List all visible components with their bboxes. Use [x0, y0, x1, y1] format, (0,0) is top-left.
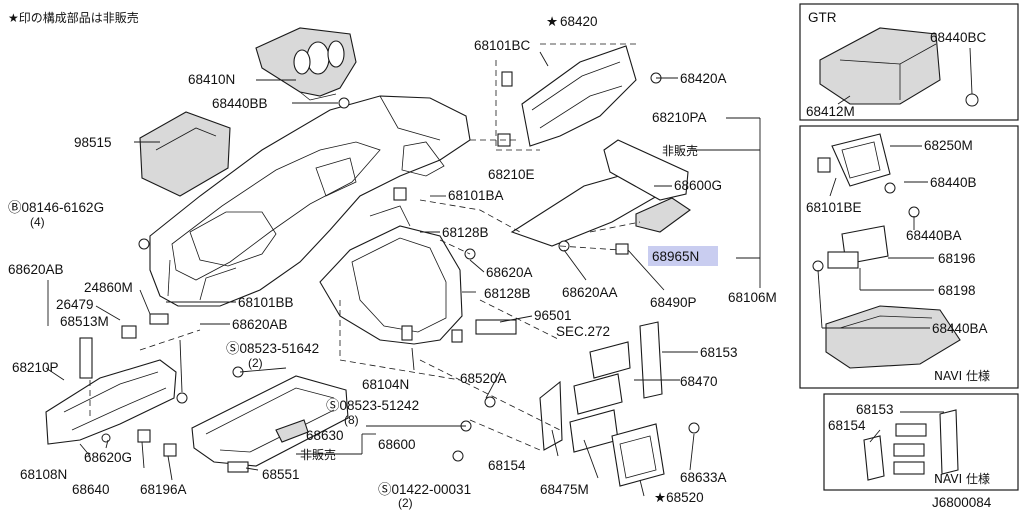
label-68440BC: 68440BC — [930, 30, 987, 45]
label-68104N: 68104N — [362, 377, 409, 392]
panel-98515-drawing — [139, 111, 231, 197]
navi-spec: NAVI 仕様 — [934, 369, 990, 383]
label-08523-51242: Ⓢ08523-51242 — [326, 398, 419, 413]
audio-units-drawing — [539, 321, 700, 487]
screw-s-marker-3: Ⓢ — [378, 482, 392, 497]
star-marker-68420: ★ — [546, 14, 558, 29]
label-68210E: 68210E — [488, 167, 535, 182]
label-68101BB: 68101BB — [238, 295, 294, 310]
label-08523-51642-qty: (2) — [248, 356, 263, 370]
label-08146: Ⓑ08146-6162G — [8, 200, 104, 215]
highlight-68965N — [648, 246, 718, 266]
navi-inset-box — [799, 125, 1019, 389]
label-68101BA: 68101BA — [448, 188, 504, 203]
label-96501: 96501 — [534, 308, 572, 323]
label-68965N: 68965N — [652, 249, 699, 264]
bolt-08146-number: 08146-6162G — [22, 200, 105, 215]
label-26479: 26479 — [56, 297, 94, 312]
label-68101BC: 68101BC — [474, 38, 531, 53]
label-68600: 68600 — [378, 437, 416, 452]
leader-lines — [45, 51, 761, 497]
label-68153-1: 68153 — [700, 345, 738, 360]
label-68470: 68470 — [680, 374, 718, 389]
label-68620AA: 68620AA — [562, 285, 618, 300]
label-08523-51642: Ⓢ08523-51642 — [226, 341, 319, 356]
navi2-spec: NAVI 仕様 — [934, 472, 990, 486]
label-68620A: 68620A — [486, 265, 533, 280]
navi2-bracket-drawing — [863, 409, 959, 481]
cluster-hood-68410N-drawing — [255, 27, 357, 101]
header-note: ★印の構成部品は非販売 — [8, 10, 139, 25]
label-68198: 68198 — [938, 283, 976, 298]
label-68440BB: 68440BB — [212, 96, 268, 111]
label-68640: 68640 — [72, 482, 110, 497]
label-68128B-1: 68128B — [442, 225, 489, 240]
label-68475M: 68475M — [540, 482, 589, 497]
label-hanbai-1: 非販売 — [662, 143, 698, 158]
label-68106M: 68106M — [728, 290, 777, 305]
label-68520: ★68520 — [654, 490, 704, 505]
screw-01422-number: 01422-00031 — [392, 482, 472, 497]
label-68210P: 68210P — [12, 360, 59, 375]
gtr-title: GTR — [808, 10, 837, 25]
label-hanbai-2: 非販売 — [300, 447, 336, 462]
visor-68420-drawing — [521, 45, 662, 147]
label-68513M: 68513M — [60, 314, 109, 329]
label-68196: 68196 — [938, 251, 976, 266]
label-68420: 68420 — [560, 14, 598, 29]
label-68440B: 68440B — [930, 175, 977, 190]
console-68104N-drawing — [319, 205, 463, 345]
label-68490P: 68490P — [650, 295, 697, 310]
label-68520A: 68520A — [460, 371, 507, 386]
label-68633A: 68633A — [680, 470, 727, 485]
screw-08523-51642-number: 08523-51642 — [240, 341, 320, 356]
knee-panel-68108N-drawing — [45, 359, 177, 445]
dashed-lines — [89, 43, 641, 451]
label-01422-qty: (2) — [398, 496, 413, 510]
dashboard-68106M-drawing — [149, 95, 471, 307]
label-68620AB-1: 68620AB — [8, 262, 64, 277]
gtr-inset-box — [799, 3, 1019, 121]
label-68620AB-2: 68620AB — [232, 317, 288, 332]
label-98515: 98515 — [74, 135, 112, 150]
label-68101BE: 68101BE — [806, 200, 862, 215]
screw-s-marker-2: Ⓢ — [326, 398, 340, 413]
small-parts-drawing — [79, 71, 570, 473]
label-68600G: 68600G — [674, 178, 722, 193]
label-68630: 68630 — [306, 428, 344, 443]
part-68520-number: 68520 — [666, 490, 704, 505]
label-sec272: SEC.272 — [556, 324, 610, 339]
screw-s-marker: Ⓢ — [226, 341, 240, 356]
catalog-id: J6800084 — [932, 495, 992, 510]
navi-unit-drawing — [812, 133, 961, 369]
label-08146-qty: (4) — [30, 215, 45, 229]
bolt-b-marker: Ⓑ — [8, 200, 22, 215]
label-24860M: 24860M — [84, 280, 133, 295]
gtr-hood-drawing — [819, 27, 979, 107]
screw-08523-51242-number: 08523-51242 — [340, 398, 420, 413]
star-marker: ★ — [654, 490, 666, 505]
lower-panel-68210PA-drawing — [510, 139, 691, 255]
label-68250M: 68250M — [924, 138, 973, 153]
label-68410N: 68410N — [188, 72, 235, 87]
label-08523-51242-qty: (8) — [344, 413, 359, 427]
glovebox-68600-drawing — [191, 375, 349, 467]
label-01422-00031: Ⓢ01422-00031 — [378, 482, 471, 497]
label-68551: 68551 — [262, 467, 300, 482]
label-68620G: 68620G — [84, 450, 132, 465]
label-68153-2: 68153 — [856, 402, 894, 417]
label-68440BA-2: 68440BA — [932, 321, 988, 336]
label-68440BA-1: 68440BA — [906, 228, 962, 243]
label-68154-1: 68154 — [488, 458, 526, 473]
label-68108N: 68108N — [20, 467, 67, 482]
navi2-inset-box — [823, 393, 1019, 491]
label-68412M: 68412M — [806, 104, 855, 119]
label-68196A: 68196A — [140, 482, 187, 497]
label-68210PA: 68210PA — [652, 110, 707, 125]
label-68128B-2: 68128B — [484, 286, 531, 301]
label-68154-2: 68154 — [828, 418, 866, 433]
label-68420A: 68420A — [680, 71, 727, 86]
